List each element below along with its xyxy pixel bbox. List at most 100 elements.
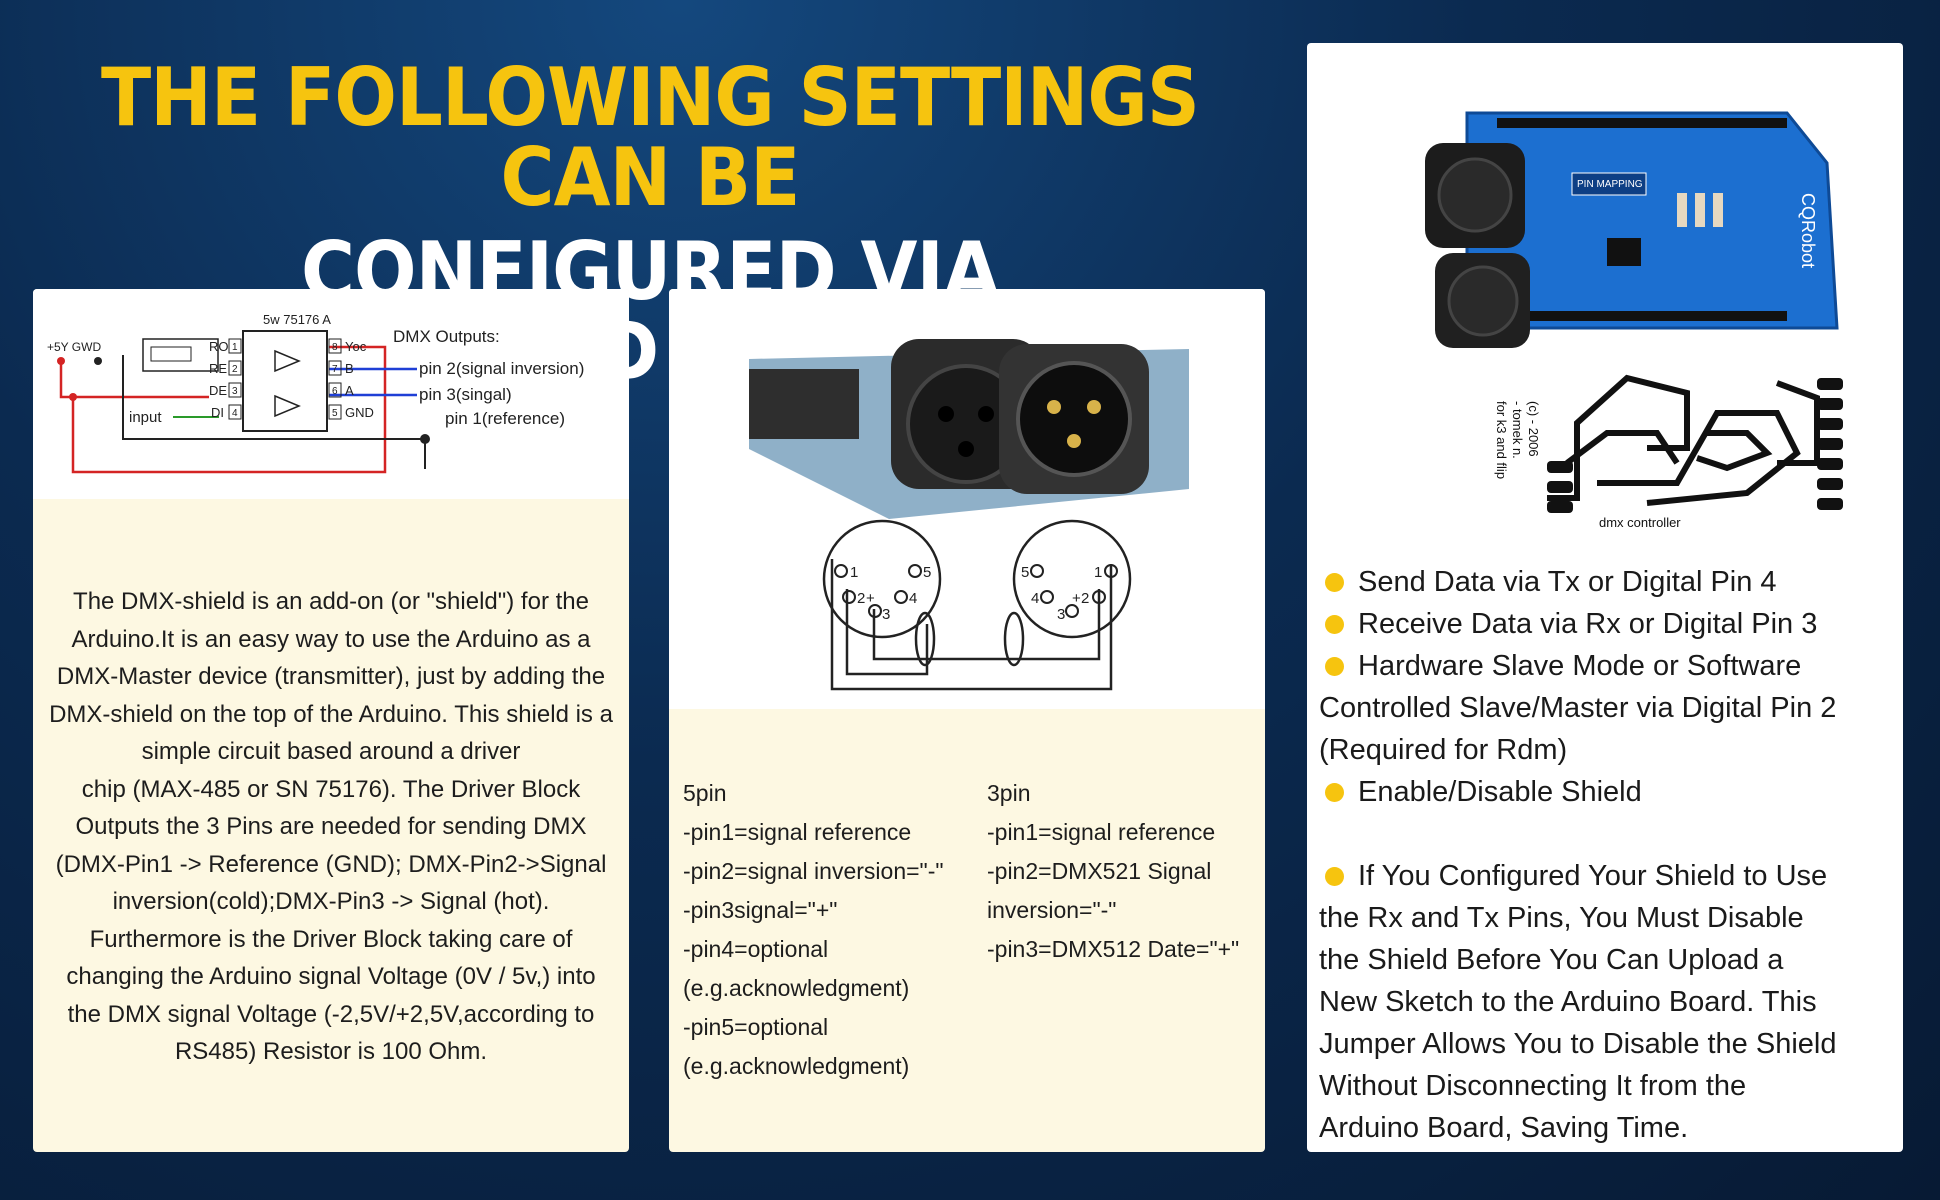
description-line: DMX-Master device (transmitter), just by… (56, 663, 606, 690)
bullet-icon (1325, 657, 1344, 676)
feature-item: Send Data via Tx or Digital Pin 4 (1319, 561, 1899, 603)
left-pin-3: 3 (882, 606, 890, 623)
description-line: Arduino.It is an easy way to use the Ard… (71, 625, 591, 653)
description-line: chip (MAX-485 or SN 75176). The Driver B… (81, 775, 581, 803)
pinout-5pin-line: -pin1=signal reference (683, 819, 912, 845)
warning-line: the Shield Before You Can Upload a (1319, 944, 1784, 976)
description-line: RS485) Resistor is 100 Ohm. (174, 1038, 488, 1065)
features-list: Send Data via Tx or Digital Pin 4 Receiv… (1319, 561, 1899, 1149)
input-label: input (129, 409, 162, 426)
bullet-icon (1325, 615, 1344, 634)
pin-b: B (345, 361, 354, 376)
credit-line-3: for k3 and flip (1494, 401, 1509, 479)
right-pin-4: 4 (1031, 590, 1039, 607)
description-line: simple circuit based around a driver (141, 738, 521, 765)
pinout-3pin-line: 3pin (987, 780, 1031, 806)
pin-a: A (345, 383, 354, 398)
right-pin-1: 1 (1094, 564, 1102, 581)
pinout-3pin-line: -pin2=DMX521 Signal (987, 858, 1212, 884)
x2-label: X2 (1489, 356, 1507, 373)
pinout-3pin: 3pin -pin1=signal reference -pin2=DMX521… (987, 774, 1239, 969)
xlr-connectors: 1 5 2 + 4 3 5 1 4 + 2 3 (749, 339, 1189, 691)
pin-num-2: 2 (232, 364, 238, 375)
pinout-5pin-line: (e.g.acknowledgment) (683, 975, 910, 1001)
right-pin-3: 3 (1057, 606, 1065, 623)
bullet-icon (1325, 783, 1344, 802)
left-plus: + (866, 590, 875, 607)
power-label: +5Y GWD (47, 340, 101, 354)
brand-label: CQRobot (1798, 193, 1818, 268)
pinout-panel: 1 5 2 + 4 3 5 1 4 + 2 3 (669, 289, 1265, 1152)
pinout-5pin-line: (e.g.acknowledgment) (683, 1053, 910, 1079)
features-panel: PIN MAPPING CQRobot X2 (1307, 43, 1903, 1152)
feature-item: Enable/Disable Shield (1319, 771, 1899, 813)
pin-num-3: 3 (232, 386, 238, 397)
dmx-outputs-title: DMX Outputs: (393, 327, 500, 346)
feature-item: Receive Data via Rx or Digital Pin 3 (1319, 603, 1899, 645)
feature-item-continuation: (Required for Rdm) (1319, 734, 1568, 766)
pinout-5pin-line: -pin2=signal inversion="-" (683, 858, 944, 884)
bullet-icon (1325, 573, 1344, 592)
description-line: changing the Arduino signal Voltage (0V … (66, 963, 596, 990)
pin-de: DE (209, 383, 227, 398)
output-pin-3: pin 3(singal) (419, 385, 512, 404)
driver-schematic: 5w 75176 A +5Y GWD RO RE DE DI 1 2 3 4 8… (47, 312, 584, 474)
warning-line: Without Disconnecting It from the (1319, 1070, 1747, 1102)
shield-board-image: PIN MAPPING CQRobot X2 (1407, 73, 1867, 393)
pinout-3pin-line: inversion="-" (987, 897, 1117, 923)
warning-item: If You Configured Your Shield to Use (1319, 855, 1899, 897)
pinout-5pin-line: -pin4=optional (683, 936, 829, 962)
output-pin-1: pin 1(reference) (445, 409, 565, 428)
pinout-5pin-line: 5pin (683, 780, 727, 806)
output-pin-2: pin 2(signal inversion) (419, 359, 584, 378)
pin-num-8: 8 (332, 342, 338, 353)
connector-figure: 1 5 2 + 4 3 5 1 4 + 2 3 (669, 289, 1265, 709)
pinout-5pin: 5pin -pin1=signal reference -pin2=signal… (683, 774, 944, 1086)
warning-line: Jumper Allows You to Disable the Shield (1319, 1028, 1837, 1060)
controller-label: dmx controller (1599, 515, 1681, 530)
pin-num-4: 4 (232, 408, 238, 419)
schematic-figure: 5w 75176 A +5Y GWD RO RE DE DI 1 2 3 4 8… (33, 289, 629, 499)
description-line: the DMX signal Voltage (-2,5V/+2,5V,acco… (67, 1000, 595, 1028)
left-pin-1: 1 (850, 564, 858, 581)
right-plus: + (1072, 590, 1081, 607)
description-panel: 5w 75176 A +5Y GWD RO RE DE DI 1 2 3 4 8… (33, 289, 629, 1152)
headline-line-1: THE FOLLOWING SETTINGS CAN BE (100, 51, 1200, 224)
description-line: Outputs the 3 Pins are needed for sendin… (75, 813, 587, 840)
pinout-3pin-line: -pin3=DMX512 Date="+" (987, 936, 1240, 962)
pin-num-5: 5 (332, 408, 338, 419)
pin-gnd: GND (345, 405, 374, 420)
description-line: Furthermore is the Driver Block taking c… (89, 925, 573, 953)
left-pin-4: 4 (909, 590, 917, 607)
description-line: (DMX-Pin1 -> Reference (GND); DMX-Pin2->… (55, 850, 607, 878)
pinout-3pin-line: -pin1=signal reference (987, 819, 1216, 845)
description-text: The DMX-shield is an add-on (or "shield"… (33, 583, 629, 1071)
warning-line: New Sketch to the Arduino Board. This (1319, 986, 1817, 1018)
pinout-5pin-line: -pin3signal="+" (683, 897, 838, 923)
feature-item: Hardware Slave Mode or Software (1319, 645, 1899, 687)
pin-ro: RO (209, 339, 229, 354)
feature-item-continuation: Controlled Slave/Master via Digital Pin … (1319, 692, 1837, 724)
pin-num-7: 7 (332, 364, 338, 375)
pinout-5pin-line: -pin5=optional (683, 1014, 829, 1040)
pin-re: RE (209, 361, 227, 376)
pin-yoc: Yoc (345, 339, 367, 354)
credit-line-2: - tomek n. (1510, 401, 1525, 459)
bullet-icon (1325, 867, 1344, 886)
description-line: DMX-shield on the top of the Arduino. Th… (49, 700, 613, 728)
credit-line-1: (c) - 2006 (1526, 401, 1541, 457)
right-pin-5: 5 (1021, 564, 1029, 581)
left-pin-5: 5 (923, 564, 931, 581)
chip-label: 5w 75176 A (263, 312, 331, 327)
pin-mapping-label: PIN MAPPING (1577, 179, 1643, 190)
warning-line: the Rx and Tx Pins, You Must Disable (1319, 902, 1804, 934)
pin-num-1: 1 (232, 342, 238, 353)
warning-line: Arduino Board, Saving Time. (1319, 1112, 1689, 1144)
pin-num-6: 6 (332, 386, 338, 397)
description-line: The DMX-shield is an add-on (or "shield"… (73, 588, 589, 615)
pin-di: DI (211, 405, 224, 420)
left-pin-2: 2 (857, 590, 865, 607)
controller-pcb-layout: dmx controller (c) - 2006 - tomek n. for… (1447, 353, 1847, 533)
right-pin-2: 2 (1081, 590, 1089, 607)
description-line: inversion(cold);DMX-Pin3 -> Signal (hot)… (112, 888, 550, 915)
